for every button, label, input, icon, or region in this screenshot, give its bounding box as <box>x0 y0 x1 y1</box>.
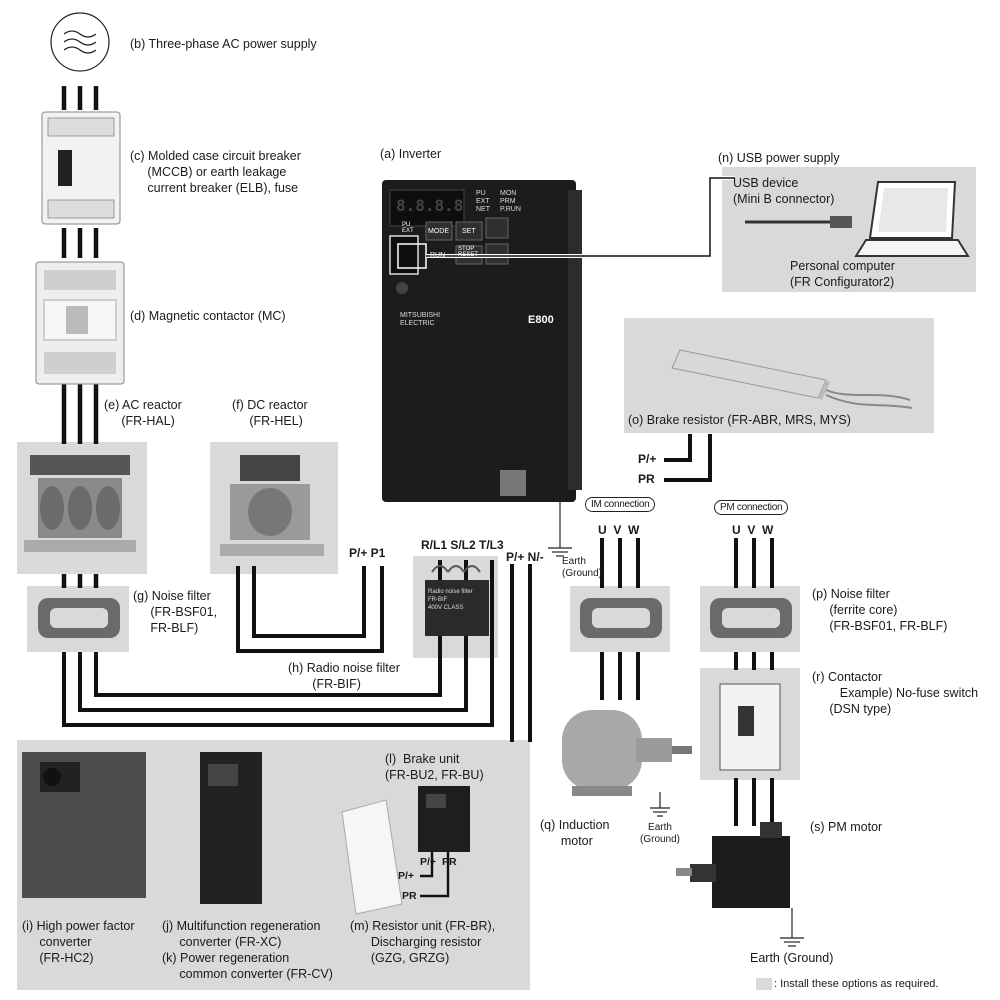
radio-noise-filter-device <box>425 565 489 636</box>
terminal-im-uvw: U V W <box>598 523 640 537</box>
im-connection-box: IM connection <box>585 497 656 512</box>
terminal-rst: R/L1 S/L2 T/L3 <box>421 538 504 552</box>
induction-motor-device <box>562 710 692 796</box>
multifunction-converter-device <box>200 752 262 904</box>
ac-power-supply-icon <box>50 12 110 72</box>
terminal-pn: P/+ N/- <box>506 550 544 564</box>
brake-unit-wires <box>420 852 450 898</box>
brake-resistor-device <box>671 349 913 409</box>
inverter-display: 8.8.8.8 <box>396 196 464 215</box>
earth-inverter-icon <box>548 500 572 557</box>
inverter-status-right: MON PRM P.RUN <box>500 190 521 213</box>
key-pu-ext: PU EXT <box>402 222 414 234</box>
terminal-unit-p: P/+ <box>398 870 415 882</box>
mccb-device <box>41 111 121 225</box>
label-mccb: (c) Molded case circuit breaker (MCCB) o… <box>130 149 301 195</box>
noise-filter-pm-device <box>710 598 792 638</box>
label-contactor: (r) Contactor Example) No-fuse switch (D… <box>812 670 979 716</box>
pm-motor-device <box>676 822 790 908</box>
brake-unit-device <box>418 786 470 852</box>
label-mc: (d) Magnetic contactor (MC) <box>130 309 286 323</box>
pm-output-wires <box>734 538 774 826</box>
radio-filter-print: Radio noise filter FR-BIF 400V CLASS <box>428 589 473 611</box>
terminal-brake-p: P/+ <box>638 452 657 466</box>
terminal-p1: P/+ P1 <box>349 546 386 560</box>
pn-wires <box>510 564 532 742</box>
label-legend: : Install these options as required. <box>774 978 939 990</box>
dc-reactor-device <box>220 455 324 556</box>
label-high-pf: (i) High power factor converter (FR-HC2) <box>22 919 135 965</box>
no-fuse-switch-device <box>719 683 781 771</box>
terminal-pm-uvw: U V W <box>732 523 774 537</box>
earth-motor-icon <box>650 792 670 817</box>
key-stop: STOP RESET <box>458 246 479 258</box>
earth-final-icon <box>780 908 804 947</box>
dc-reactor-wires <box>236 566 384 653</box>
label-noise-filter-p: (p) Noise filter (ferrite core) (FR-BSF0… <box>812 587 948 633</box>
key-set: SET <box>462 228 476 235</box>
terminal-bu-pr: PR <box>442 856 457 868</box>
supply-wires <box>61 86 99 588</box>
label-usb-device: USB device (Mini B connector) <box>733 176 835 206</box>
label-earth-motor: Earth (Ground) <box>640 822 681 845</box>
legend-swatch <box>756 978 772 990</box>
resistor-unit-device <box>341 799 403 915</box>
label-earth-final: Earth (Ground) <box>750 951 834 965</box>
label-ac-reactor: (e) AC reactor (FR-HAL) <box>104 398 182 428</box>
laptop-device <box>854 181 970 257</box>
label-usb-supply: (n) USB power supply <box>718 151 840 165</box>
brake-resistor-wires <box>664 434 712 482</box>
im-output-wires <box>600 538 640 700</box>
label-brake-resistor: (o) Brake resistor (FR-ABR, MRS, MYS) <box>628 413 851 427</box>
pm-connection-box: PM connection <box>714 500 789 515</box>
inverter-status-left: PU EXT NET <box>476 190 490 213</box>
label-power-supply: (b) Three-phase AC power supply <box>130 37 317 51</box>
label-noise-filter-g: (g) Noise filter (FR-BSF01, FR-BLF) <box>133 589 218 635</box>
label-multi-regen: (j) Multifunction regeneration converter… <box>162 919 333 981</box>
label-earth-inverter: Earth (Ground) <box>562 556 603 579</box>
terminal-bu-p: P/+ <box>420 856 437 868</box>
key-mode: MODE <box>428 228 449 235</box>
usb-cable <box>397 176 852 269</box>
inverter-model: E800 <box>528 314 554 326</box>
key-run: RUN <box>430 252 446 259</box>
label-pm-motor: (s) PM motor <box>810 820 883 834</box>
noise-filter-im-device <box>580 598 662 638</box>
noise-filter-g-device <box>38 598 120 638</box>
label-induction-motor: (q) Induction motor <box>540 818 610 848</box>
terminal-brake-pr: PR <box>638 472 655 486</box>
label-brake-unit: (l) Brake unit (FR-BU2, FR-BU) <box>385 752 484 782</box>
label-dc-reactor: (f) DC reactor (FR-HEL) <box>232 398 308 428</box>
label-pc: Personal computer (FR Configurator2) <box>790 259 895 289</box>
inverter-brand: MITSUBISHI ELECTRIC <box>400 312 441 327</box>
magnetic-contactor-device <box>35 261 125 385</box>
label-inverter: (a) Inverter <box>380 147 442 161</box>
high-power-factor-converter-device <box>22 752 146 898</box>
ac-reactor-device <box>24 455 136 552</box>
label-resistor-unit: (m) Resistor unit (FR-BR), Discharging r… <box>350 919 496 965</box>
terminal-unit-pr: PR <box>402 890 417 902</box>
label-radio-noise-filter: (h) Radio noise filter (FR-BIF) <box>288 661 400 691</box>
